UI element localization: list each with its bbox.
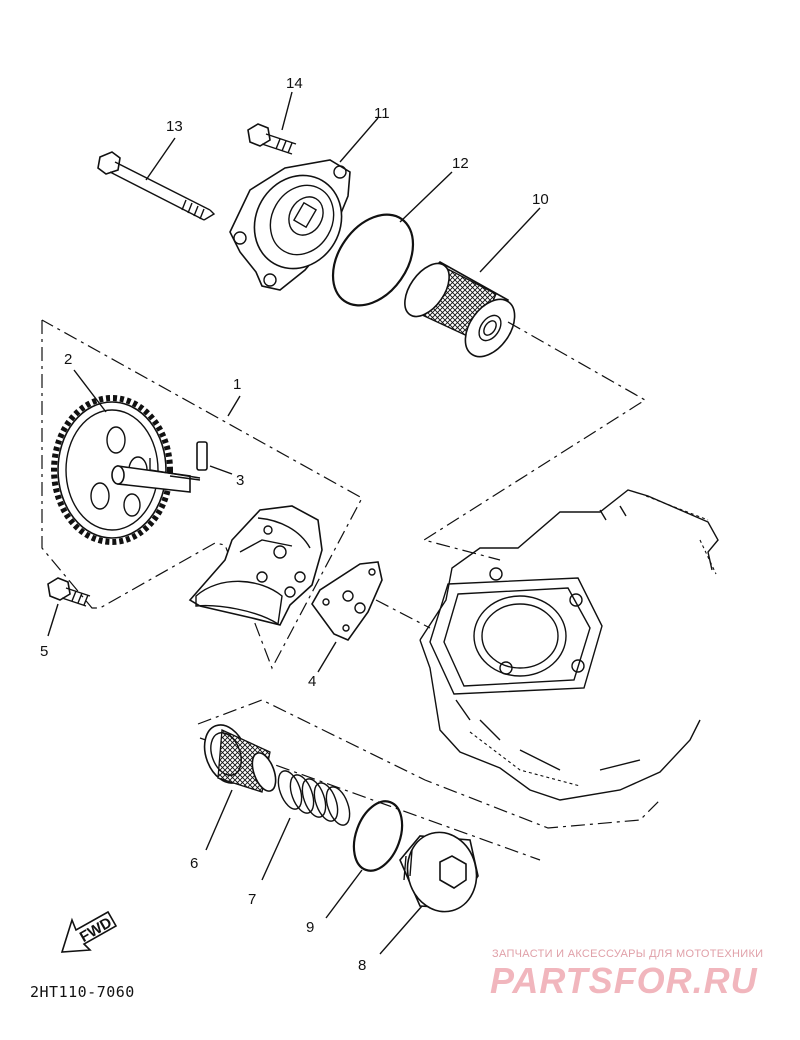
callout-1: 1 bbox=[233, 376, 241, 393]
part-6-oil-strainer bbox=[203, 724, 277, 793]
watermark-logo-text: PARTSFOR.RU bbox=[490, 960, 758, 1000]
callout-12: 12 bbox=[452, 155, 469, 172]
strainer-group-outline bbox=[197, 699, 661, 829]
diagram-code: 2HT110-7060 bbox=[30, 983, 135, 1001]
part-7-spring bbox=[277, 770, 351, 826]
callout-3: 3 bbox=[236, 472, 244, 489]
callout-14: 14 bbox=[286, 75, 303, 92]
callout-4: 4 bbox=[308, 673, 316, 690]
part-1-oil-pump-body bbox=[188, 505, 323, 626]
callout-8: 8 bbox=[358, 957, 366, 974]
watermark-tagline: ЗАПЧАСТИ И АКСЕССУАРЫ ДЛЯ МОТОТЕХНИКИ bbox=[492, 948, 764, 960]
part-13-long-bolt bbox=[97, 151, 216, 221]
part-14-small-bolt bbox=[247, 123, 297, 155]
part-8-drain-plug bbox=[399, 831, 479, 913]
watermark-logo: PARTSFOR.RU bbox=[490, 960, 795, 1001]
callout-10: 10 bbox=[532, 191, 549, 208]
callout-2: 2 bbox=[64, 351, 72, 368]
callout-13: 13 bbox=[166, 118, 183, 135]
crankcase-outline bbox=[419, 489, 719, 801]
callout-7: 7 bbox=[248, 891, 256, 908]
part-2-pump-gear bbox=[51, 395, 201, 545]
callout-11: 11 bbox=[374, 105, 390, 122]
callout-9: 9 bbox=[306, 919, 314, 936]
callout-5: 5 bbox=[40, 643, 48, 660]
part-1-group-outline bbox=[41, 319, 363, 670]
callout-6: 6 bbox=[190, 855, 198, 872]
plate-to-crankcase-line bbox=[375, 599, 431, 629]
part-4-gasket-plate bbox=[311, 561, 383, 641]
part-9-o-ring bbox=[352, 800, 404, 872]
part-12-o-ring bbox=[331, 213, 415, 307]
part-11-pump-cover bbox=[229, 159, 351, 291]
filter-to-crankcase-line bbox=[422, 321, 647, 561]
part-5-screw bbox=[47, 577, 91, 607]
fwd-arrow-icon: FWD bbox=[60, 910, 118, 953]
part-10-oil-filter bbox=[404, 261, 516, 358]
part-3-pin bbox=[196, 441, 208, 471]
